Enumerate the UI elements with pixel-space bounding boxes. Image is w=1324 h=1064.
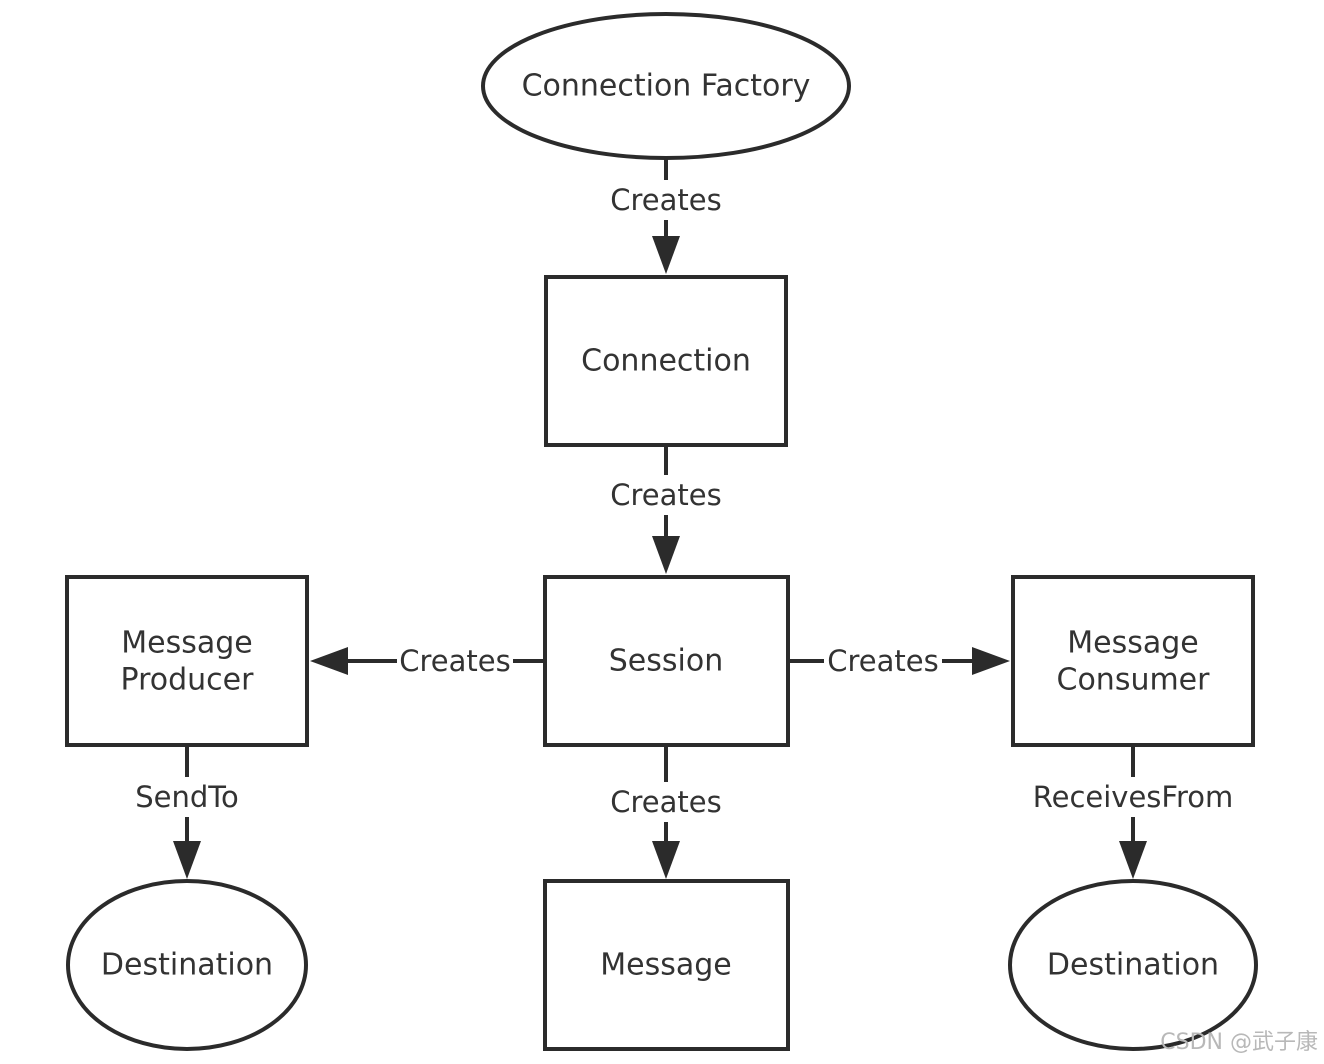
node-message-consumer: Message Consumer	[1011, 575, 1255, 747]
node-rect	[65, 575, 309, 747]
node-label-destination-right: Destination	[1047, 948, 1219, 983]
node-ellipse	[1008, 879, 1258, 1051]
node-rect	[544, 275, 788, 447]
arrowhead-icon	[652, 236, 680, 274]
edge-label-receivesfrom: ReceivesFrom	[1033, 780, 1234, 814]
node-ellipse	[481, 12, 851, 160]
node-label-connection-factory: Connection Factory	[522, 69, 811, 104]
node-rect	[543, 879, 790, 1051]
arrowhead-icon	[652, 536, 680, 574]
edge-label-group: Creates	[824, 641, 942, 681]
edge-label-session-producer: Creates	[399, 644, 510, 678]
edge-label-session-consumer: Creates	[827, 644, 938, 678]
node-destination-right: Destination	[1008, 879, 1258, 1051]
node-connection-factory: Connection Factory	[481, 12, 851, 160]
edge-label-sendto: SendTo	[135, 780, 239, 814]
watermark: CSDN @武子康	[1160, 1030, 1318, 1055]
arrowhead-icon	[173, 841, 201, 879]
arrowhead-icon	[652, 841, 680, 879]
node-connection: Connection	[544, 275, 788, 447]
edge-label-group: Creates	[397, 641, 513, 681]
edge-label-group: SendTo	[124, 777, 250, 817]
arrowhead-icon	[310, 647, 348, 675]
edge-label-group: Creates	[604, 475, 728, 515]
node-session: Session	[543, 575, 790, 747]
node-rect	[543, 575, 790, 747]
node-destination-left: Destination	[66, 879, 308, 1051]
node-message: Message	[543, 879, 790, 1051]
edge-label-session-message: Creates	[610, 785, 721, 819]
node-label-message: Message	[600, 948, 731, 983]
arrowhead-icon	[1119, 841, 1147, 879]
node-rect	[1011, 575, 1255, 747]
edge-label-connection-session: Creates	[610, 478, 721, 512]
edge-label-group: Creates	[604, 180, 728, 220]
edge-label-factory-connection: Creates	[610, 183, 721, 217]
node-label-connection: Connection	[581, 344, 751, 379]
edge-label-group: Creates	[604, 782, 728, 822]
node-label-destination-left: Destination	[101, 948, 273, 983]
node-label-consumer-line1: Message	[1067, 626, 1198, 661]
node-label-producer-line1: Message	[121, 626, 252, 661]
node-label-session: Session	[609, 644, 723, 679]
node-label-producer-line2: Producer	[121, 663, 255, 698]
node-message-producer: Message Producer	[65, 575, 309, 747]
edge-label-group: ReceivesFrom	[1026, 777, 1240, 817]
node-ellipse	[66, 879, 308, 1051]
node-label-consumer-line2: Consumer	[1057, 663, 1211, 698]
arrowhead-icon	[972, 647, 1010, 675]
